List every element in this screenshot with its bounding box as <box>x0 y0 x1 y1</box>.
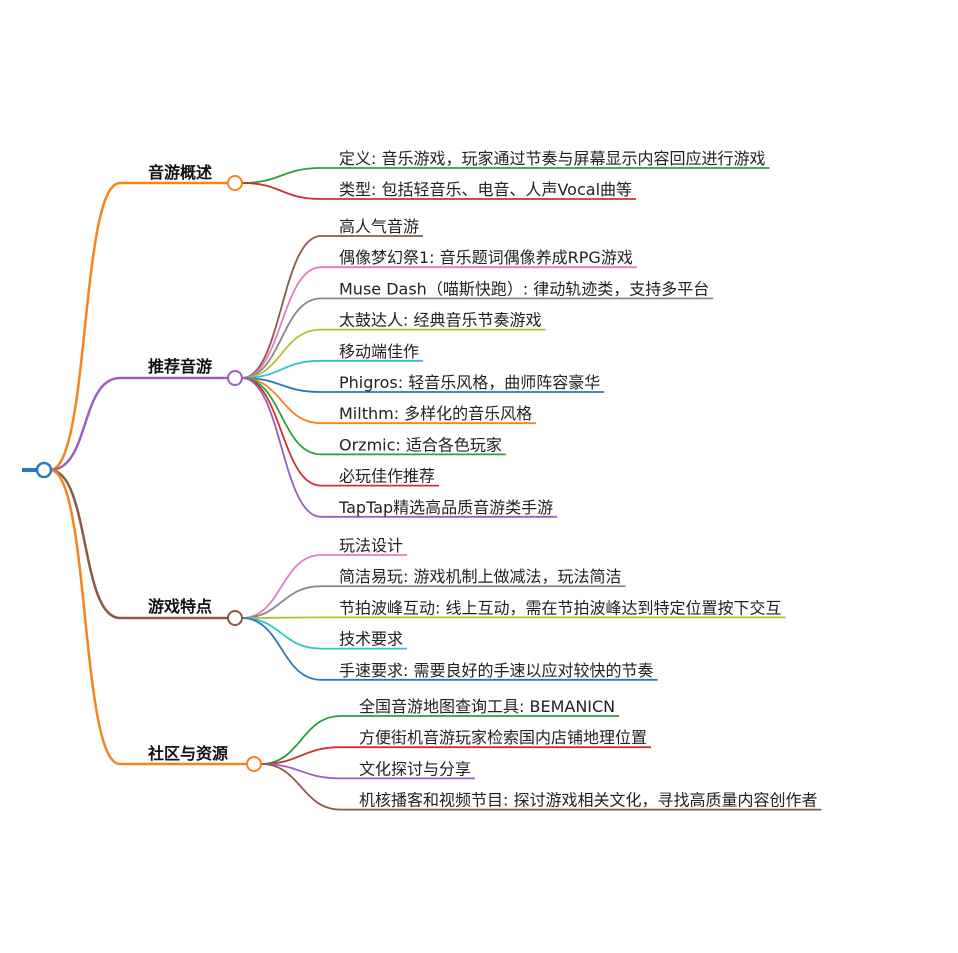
leaf-label: 全国音游地图查询工具: BEMANICN <box>359 697 615 716</box>
leaf-label: 方便街机音游玩家检索国内店铺地理位置 <box>359 728 647 747</box>
branch-link-0 <box>49 181 121 472</box>
leaf-label: 太鼓达人: 经典音乐节奏游戏 <box>339 311 541 330</box>
leaf-label: 机核播客和视频节目: 探讨游戏相关文化，寻找高质量内容创作者 <box>359 791 817 810</box>
leaf-label: 移动端佳作 <box>339 342 419 361</box>
leaf-link <box>241 266 637 379</box>
leaf-link <box>241 182 637 200</box>
leaf-label: 高人气音游 <box>339 217 419 236</box>
leaf-label: 玩法设计 <box>339 536 403 555</box>
branch-node[interactable] <box>227 610 243 626</box>
leaf-link <box>241 167 770 184</box>
leaf-link <box>241 617 658 681</box>
leaf-link <box>241 235 423 379</box>
leaf-link <box>241 377 558 518</box>
leaf-label: Milthm: 多样化的音乐风格 <box>339 404 532 423</box>
branch-node[interactable] <box>246 756 262 772</box>
leaf-link <box>241 585 626 619</box>
leaf-link <box>241 554 407 619</box>
leaf-label: Muse Dash（喵斯快跑）: 律动轨迹类，支持多平台 <box>339 279 709 298</box>
leaf-link <box>260 763 475 780</box>
branch-link-2 <box>49 468 121 620</box>
leaf-link <box>241 377 439 487</box>
branch-link-1 <box>49 376 121 472</box>
leaf-label: 文化探讨与分享 <box>359 759 471 778</box>
leaf-label: 定义: 音乐游戏，玩家通过节奏与屏幕显示内容回应进行游戏 <box>339 149 765 168</box>
leaf-label: 类型: 包括轻音乐、电音、人声Vocal曲等 <box>339 180 632 199</box>
leaf-label: Orzmic: 适合各色玩家 <box>339 435 502 454</box>
leaf-label: TapTap精选高品质音游类手游 <box>338 498 553 517</box>
branch-link-3 <box>49 468 121 766</box>
leaf-label: 技术要求 <box>339 630 403 649</box>
leaf-link <box>260 715 620 765</box>
leaf-link <box>260 746 652 765</box>
leaf-link <box>260 763 822 811</box>
leaf-label: 简洁易玩: 游戏机制上做减法，玩法简洁 <box>339 567 621 586</box>
branch-label: 社区与资源 <box>147 744 228 763</box>
leaf-label: Phigros: 轻音乐风格，曲师阵容豪华 <box>339 373 600 392</box>
leaf-link <box>241 377 605 393</box>
leaf-link <box>241 377 537 425</box>
branch-label: 推荐音游 <box>148 357 212 376</box>
branch-label: 音游概述 <box>148 163 212 182</box>
leaf-link <box>241 297 714 379</box>
links-layer <box>22 167 822 811</box>
leaf-link <box>241 328 546 379</box>
branch-node[interactable] <box>227 175 243 191</box>
leaf-label: 必玩佳作推荐 <box>339 467 435 486</box>
branch-node[interactable] <box>227 370 243 386</box>
leaf-link <box>241 359 423 379</box>
leaf-label: 节拍波峰互动: 线上互动，需在节拍波峰达到特定位置按下交互 <box>339 598 781 617</box>
leaf-label: 手速要求: 需要良好的手速以应对较快的节奏 <box>339 661 653 680</box>
branch-label: 游戏特点 <box>148 597 212 616</box>
leaf-label: 偶像梦幻祭1: 音乐题词偶像养成RPG游戏 <box>339 248 633 267</box>
leaf-link <box>241 377 506 456</box>
leaf-link <box>241 616 786 619</box>
leaf-link <box>241 617 407 650</box>
root-node[interactable] <box>35 461 53 479</box>
